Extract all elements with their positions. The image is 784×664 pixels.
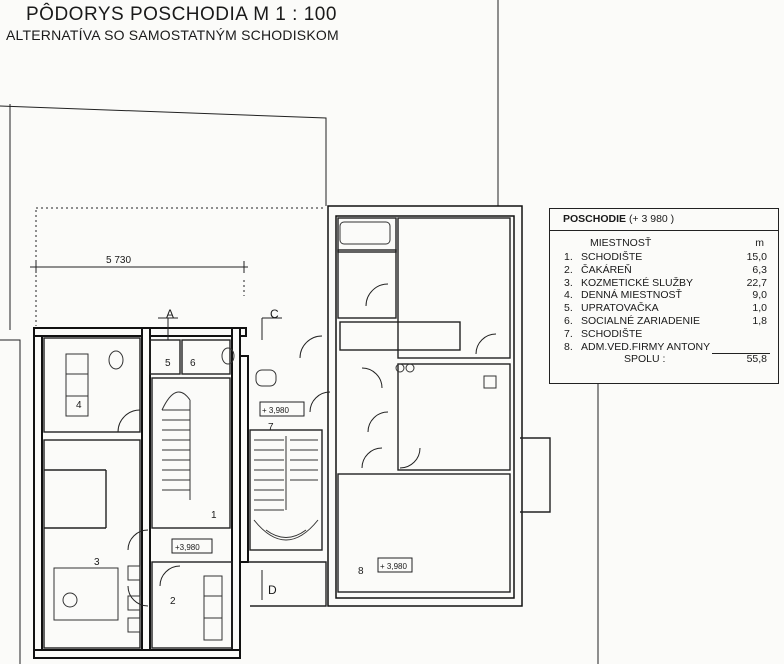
total-value: 55,8 [746,353,767,366]
row-number: 7. [564,327,573,340]
schedule-row: 3. KOZMETICKÉ SLUŽBY 22,7 [550,277,778,290]
row-name: KOZMETICKÉ SLUŽBY [581,276,694,289]
annex-room-8 [337,473,511,593]
schedule-row: 5. UPRATOVAČKA 1,0 [550,302,778,315]
room-number-7: 7 [268,422,274,433]
row-number: 4. [564,289,573,302]
room-number-6: 6 [190,358,196,369]
level-mark-upper: + 3,980 [262,406,289,415]
total-rule [712,353,770,355]
row-number: 5. [564,302,573,315]
row-name: ADM.VED.FIRMY ANTONY [581,340,711,353]
row-name: ČAKÁREŇ [581,263,632,276]
level-mark-lower: +3,980 [175,543,200,552]
room-number-5: 5 [165,358,171,369]
total-label: SPOLU : [624,353,666,366]
section-marker-c: C [270,307,279,321]
level-box-room-8 [377,557,413,573]
schedule-rows: 1. SCHODIŠTE 15,0 2. ČAKÁREŇ 6,3 3. KOZMETICK… [550,251,778,353]
stair-7-treads [253,436,319,541]
schedule-row: 7. SCHODIŠTE [550,328,778,341]
annex-inner [335,215,515,599]
column-room: MIESTNOSŤ [590,237,652,249]
room-2-outline [151,561,233,649]
row-name: DENNÁ MIESTNOSŤ [581,289,682,302]
row-value: 1,8 [752,314,767,327]
furniture [53,221,497,641]
wall-stair-right [231,327,241,655]
annex-room-top [397,217,511,359]
annex-outline [327,205,523,607]
row-value: 6,3 [752,263,767,276]
room-3-outline [43,439,141,649]
room-4-outline [43,337,141,433]
stair-1 [151,377,231,529]
section-marker-a: A [166,307,174,321]
stair-7 [249,429,323,551]
row-value: 1,0 [752,302,767,315]
room-number-4: 4 [76,400,82,411]
drawing-title: PÔDORYS POSCHODIA M 1 : 100 [26,4,337,25]
wall-core [239,355,249,563]
row-value: 22,7 [746,276,767,289]
row-name: UPRATOVAČKA [581,302,659,315]
room-6-outline [181,339,231,375]
row-name: SOCIALNÉ ZARIADENIE [581,314,701,327]
schedule-row: 6. SOCIALNÉ ZARIADENIE 1,8 [550,315,778,328]
schedule-row: 4. DENNÁ MIESTNOSŤ 9,0 [550,289,778,302]
schedule-header: POSCHODIE (+ 3 980 ) [550,209,778,231]
schedule-row: 2. ČAKÁREŇ 6,3 [550,264,778,277]
wall-west [33,327,43,659]
row-value: 9,0 [752,289,767,302]
annex-wc [337,249,397,319]
level-box-lower [171,538,213,554]
room-schedule: POSCHODIE (+ 3 980 ) MIESTNOSŤ m 1. SCHOD… [549,208,779,384]
neighbour-wall [0,339,21,664]
landing [248,561,327,607]
room-number-1: 1 [211,510,217,521]
row-number: 1. [564,251,573,263]
level-box-upper [259,401,305,417]
annex-corridor [339,321,461,351]
stair-1-treads [161,391,191,500]
schedule-heading: POSCHODIE [563,213,627,225]
row-number: 8. [564,340,573,353]
schedule-total: SPOLU : 55,8 [550,353,778,366]
room-number-3: 3 [94,557,100,568]
schedule-columns: MIESTNOSŤ m [550,231,778,251]
door-swings [117,283,497,607]
annex-bath [337,217,397,253]
row-value: 15,0 [746,251,767,263]
balcony [520,437,551,513]
column-unit: m [755,237,764,249]
annex-room-mid [397,363,511,471]
schedule-row: 8. ADM.VED.FIRMY ANTONY [550,341,778,354]
room-number-8: 8 [358,566,364,577]
room-number-2: 2 [170,596,176,607]
room-5-outline [149,339,181,375]
row-name: SCHODIŠTE [581,251,643,263]
row-name: SCHODIŠTE [581,327,643,340]
wall-south [33,649,241,659]
schedule-row: 1. SCHODIŠTE 15,0 [550,251,778,264]
level-mark-room-8: + 3,980 [380,562,407,571]
wall-north-left [33,327,247,337]
dimension-label: 5 730 [106,255,131,266]
section-marker-d: D [268,583,277,597]
row-number: 6. [564,314,573,327]
row-number: 3. [564,276,573,289]
schedule-level: (+ 3 980 ) [628,213,675,225]
row-number: 2. [564,263,573,276]
site-line [0,105,327,206]
drawing-subtitle: ALTERNATÍVA SO SAMOSTATNÝM SCHODISKOM [6,27,339,43]
